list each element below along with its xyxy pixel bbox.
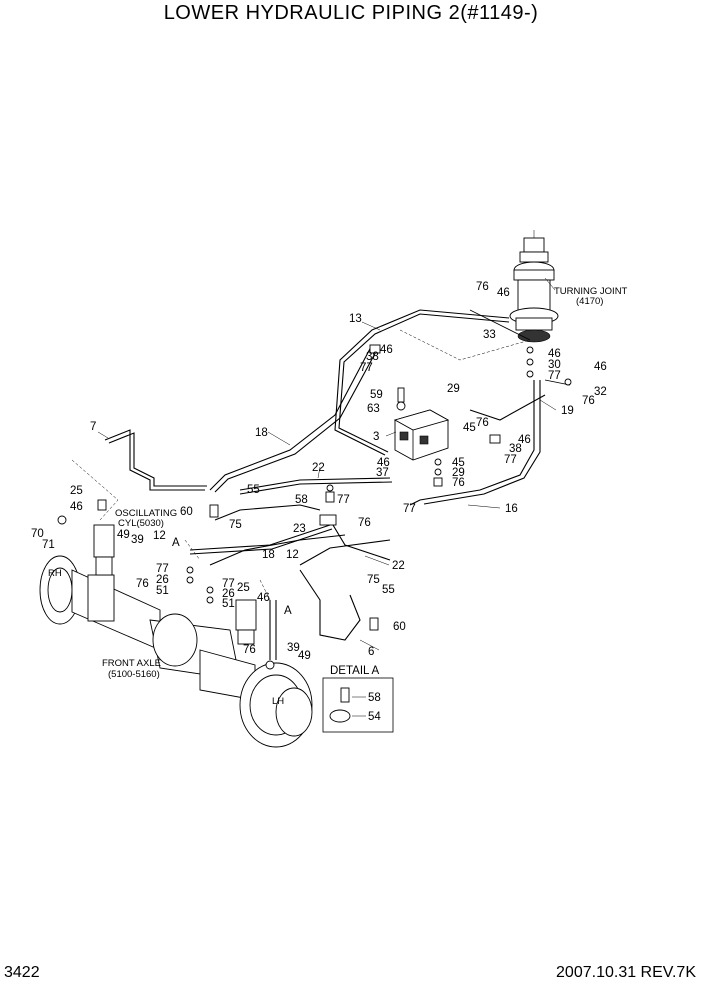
leader-lines <box>97 277 557 651</box>
callout: 7 <box>90 421 96 433</box>
callout: 22 <box>392 560 405 572</box>
callout: 55 <box>382 584 395 596</box>
callout: 18 <box>255 427 268 439</box>
oscillating-cyl-label: OSCILLATING <box>115 508 177 519</box>
callout: 76 <box>136 578 149 590</box>
callout: 30 <box>548 359 561 371</box>
page-number: 3422 <box>4 964 40 981</box>
front-axle-label: FRONT AXLE <box>102 658 161 669</box>
callout: 25 <box>237 582 250 594</box>
oscillating-cylinder-rh <box>93 524 115 576</box>
callout: 77 <box>156 563 169 575</box>
detail-a-title: DETAIL A <box>330 665 380 677</box>
oscillating-cylinder-lh <box>235 599 257 645</box>
callout: 45 <box>452 457 465 469</box>
callouts: 76 46 13 33 46 38 77 46 30 77 46 32 76 1… <box>31 281 607 723</box>
callout: 33 <box>483 329 496 341</box>
callout: 46 <box>70 501 83 513</box>
callout: 46 <box>377 457 390 469</box>
lh-mark: LH <box>272 696 284 707</box>
callout: 76 <box>358 517 371 529</box>
callout: 16 <box>505 503 518 515</box>
callout: 12 <box>153 530 166 542</box>
front-axle-ref: (5100-5160) <box>108 669 160 680</box>
callout: 75 <box>367 574 380 586</box>
callout: 29 <box>447 383 460 395</box>
turning-joint-label: TURNING JOINT <box>554 286 628 297</box>
callout: 77 <box>360 362 373 374</box>
callout: 46 <box>497 287 510 299</box>
callout: 13 <box>349 313 362 325</box>
callout: 77 <box>222 578 235 590</box>
callout: 45 <box>463 422 476 434</box>
callout: 71 <box>42 539 55 551</box>
callout: 51 <box>222 598 235 610</box>
callout: 75 <box>229 519 242 531</box>
fittings <box>57 344 572 670</box>
callout: 18 <box>262 549 275 561</box>
callout: 55 <box>247 484 260 496</box>
callout: 39 <box>287 642 300 654</box>
callout: 3 <box>373 431 379 443</box>
detail-marker-a: A <box>284 605 292 617</box>
callout: 19 <box>561 405 574 417</box>
callout: 58 <box>368 692 381 704</box>
callout: 26 <box>222 588 235 600</box>
revision-date: 2007.10.31 REV.7K <box>556 964 696 981</box>
callout: 49 <box>117 529 130 541</box>
callout: 76 <box>476 417 489 429</box>
callout: 76 <box>452 477 465 489</box>
callout: 49 <box>298 650 311 662</box>
callout: 39 <box>131 534 144 546</box>
callout: 29 <box>452 467 465 479</box>
callout: 46 <box>257 592 270 604</box>
callout: 77 <box>504 454 517 466</box>
front-axle: RH LH <box>39 555 313 748</box>
callout: 58 <box>295 494 308 506</box>
callout: 26 <box>156 574 169 586</box>
callout: 6 <box>368 646 374 658</box>
pipe-lines <box>104 309 571 660</box>
turning-joint-ref: (4170) <box>576 296 603 307</box>
rh-mark: RH <box>48 568 62 579</box>
callout: 76 <box>243 644 256 656</box>
callout: 46 <box>594 361 607 373</box>
page-title: LOWER HYDRAULIC PIPING 2(#1149-) <box>163 2 539 24</box>
detail-a-box <box>322 677 394 733</box>
callout: 63 <box>367 403 380 415</box>
callout: 76 <box>582 395 595 407</box>
callout: 38 <box>509 443 522 455</box>
callout: 46 <box>380 344 393 356</box>
callout: 51 <box>156 585 169 597</box>
turning-joint <box>509 230 559 343</box>
callout: 77 <box>548 370 561 382</box>
callout: 46 <box>518 434 531 446</box>
oscillating-cyl-ref: CYL(5030) <box>118 518 164 529</box>
reference-lines <box>71 329 531 601</box>
callout: 59 <box>370 389 383 401</box>
callout: 46 <box>548 348 561 360</box>
callout: 77 <box>403 503 416 515</box>
control-valve <box>393 409 450 461</box>
callout: 23 <box>293 523 306 535</box>
callout: 32 <box>594 386 607 398</box>
callout: 60 <box>180 506 193 518</box>
callout: 38 <box>366 351 379 363</box>
callout: 76 <box>476 281 489 293</box>
callout: 37 <box>376 467 389 479</box>
callout: 77 <box>337 494 350 506</box>
callout: 70 <box>31 528 44 540</box>
callout: 25 <box>70 485 83 497</box>
callout: 12 <box>286 549 299 561</box>
callout: 54 <box>368 711 381 723</box>
callout: 60 <box>393 621 406 633</box>
callout: 22 <box>312 462 325 474</box>
detail-marker-a: A <box>172 537 180 549</box>
